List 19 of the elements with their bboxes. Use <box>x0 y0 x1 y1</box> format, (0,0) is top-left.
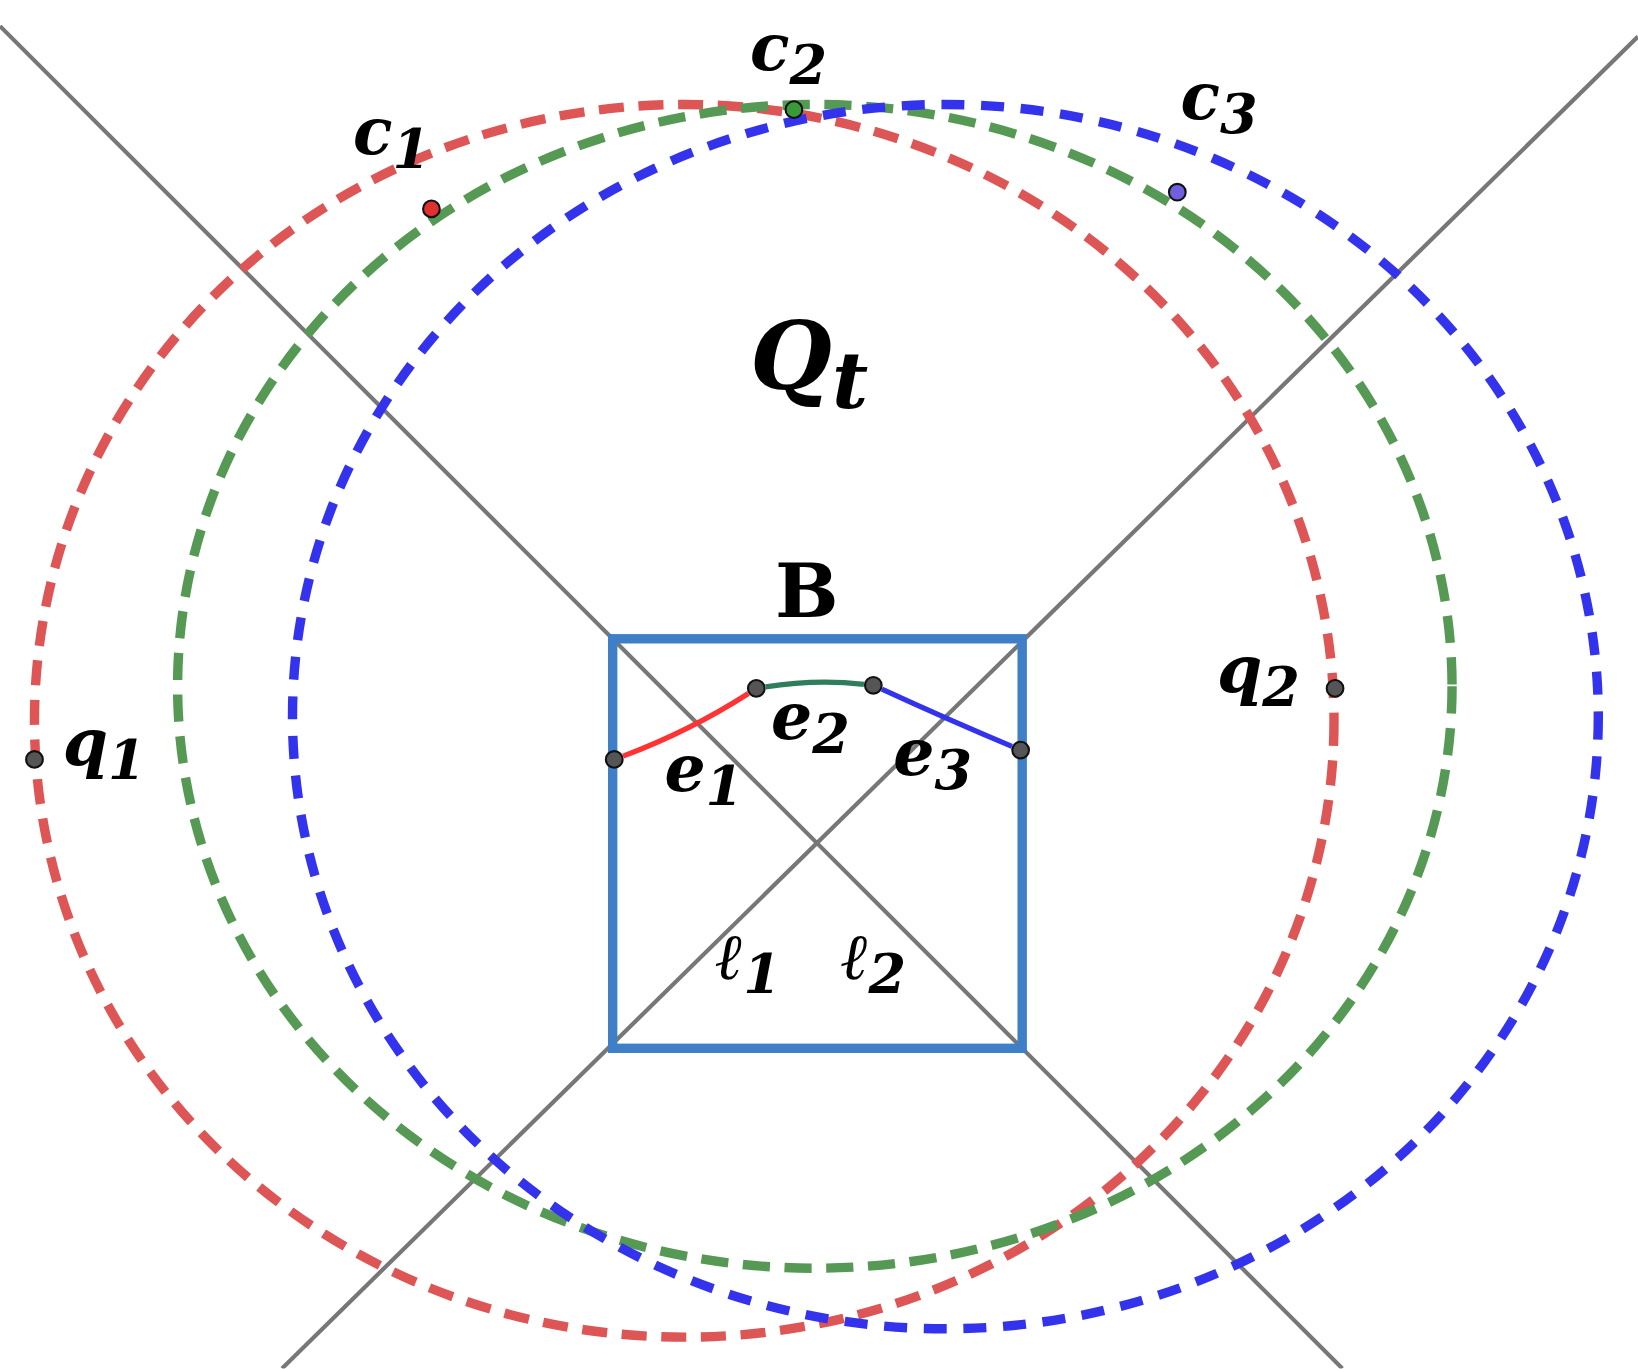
curve-edge <box>765 679 865 690</box>
point-marker <box>604 750 624 769</box>
point-label: c$_{1}$ <box>353 99 431 176</box>
point-label: c$_{2}$ <box>750 15 828 92</box>
point-marker <box>863 675 883 695</box>
curve-edge <box>880 686 1013 749</box>
line-label: ℓ$_{2}$ <box>840 924 907 1001</box>
point-label: c$_{3}$ <box>1180 64 1258 142</box>
box-label: B <box>775 553 839 629</box>
curve-edge <box>622 691 750 759</box>
region-label: Q$_{t}$ <box>750 308 869 421</box>
point-label: q$_{1}$ <box>62 710 146 787</box>
point-marker <box>1011 740 1030 760</box>
point-label: q$_{2}$ <box>1217 637 1300 714</box>
edge-label: e$_{2}$ <box>770 684 850 761</box>
point-marker <box>746 679 766 698</box>
edge-label: e$_{3}$ <box>893 720 972 798</box>
edge-label: e$_{1}$ <box>664 736 744 813</box>
line-label: ℓ$_{1}$ <box>715 924 781 1001</box>
